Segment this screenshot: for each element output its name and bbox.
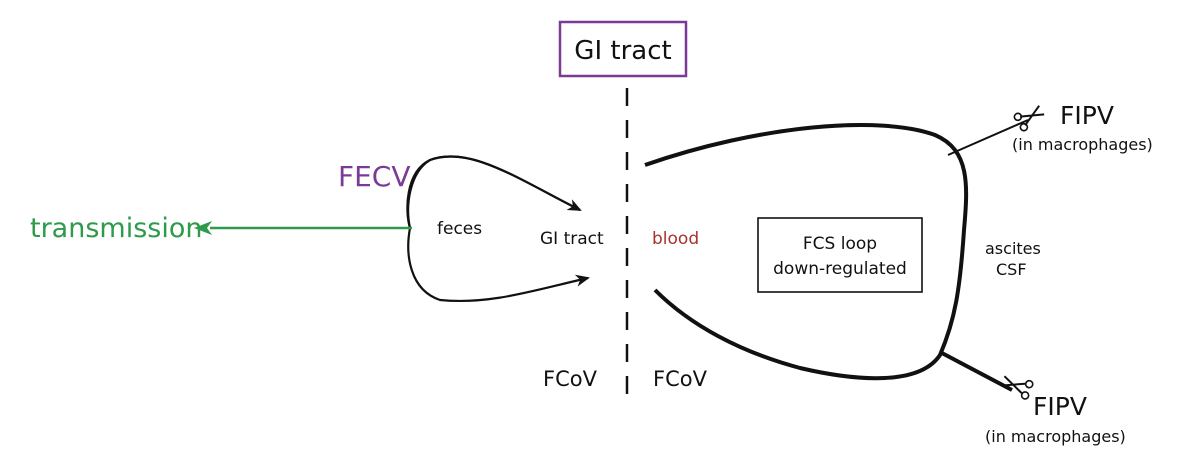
feces-label: feces	[437, 219, 482, 239]
scissors-icon-top	[1013, 105, 1045, 132]
fipv-top-sublabel: (in macrophages)	[1012, 135, 1153, 154]
gi-tract-label: GI tract	[540, 229, 604, 249]
fecv-feces-loop-top	[407, 155, 582, 229]
csf-label: CSF	[996, 260, 1027, 279]
gi-tract-header-box	[558, 20, 688, 78]
fipv-bottom-label: FIPV	[1033, 392, 1087, 421]
fcs-loop-line1: FCS loop	[803, 234, 877, 254]
transmission-label: transmission	[30, 213, 202, 244]
fipv-blood-loop	[644, 123, 969, 381]
fipv-bottom-exit-line	[939, 350, 1013, 392]
fecv-label: FECV	[338, 160, 411, 193]
fcov-right-label: FCoV	[653, 367, 708, 391]
fipv-top-label: FIPV	[1060, 101, 1114, 130]
gi-tract-header-label: GI tract	[574, 36, 671, 66]
ascites-label: ascites	[985, 239, 1041, 258]
scissors-icon-bottom	[1000, 375, 1034, 400]
fcs-loop-line2: down-regulated	[773, 259, 907, 279]
fcs-loop-box	[757, 217, 923, 293]
blood-label: blood	[652, 229, 699, 249]
fcov-left-label: FCoV	[543, 367, 598, 391]
fipv-top-exit-line	[947, 119, 1029, 156]
fipv-bottom-sublabel: (in macrophages)	[985, 427, 1126, 446]
